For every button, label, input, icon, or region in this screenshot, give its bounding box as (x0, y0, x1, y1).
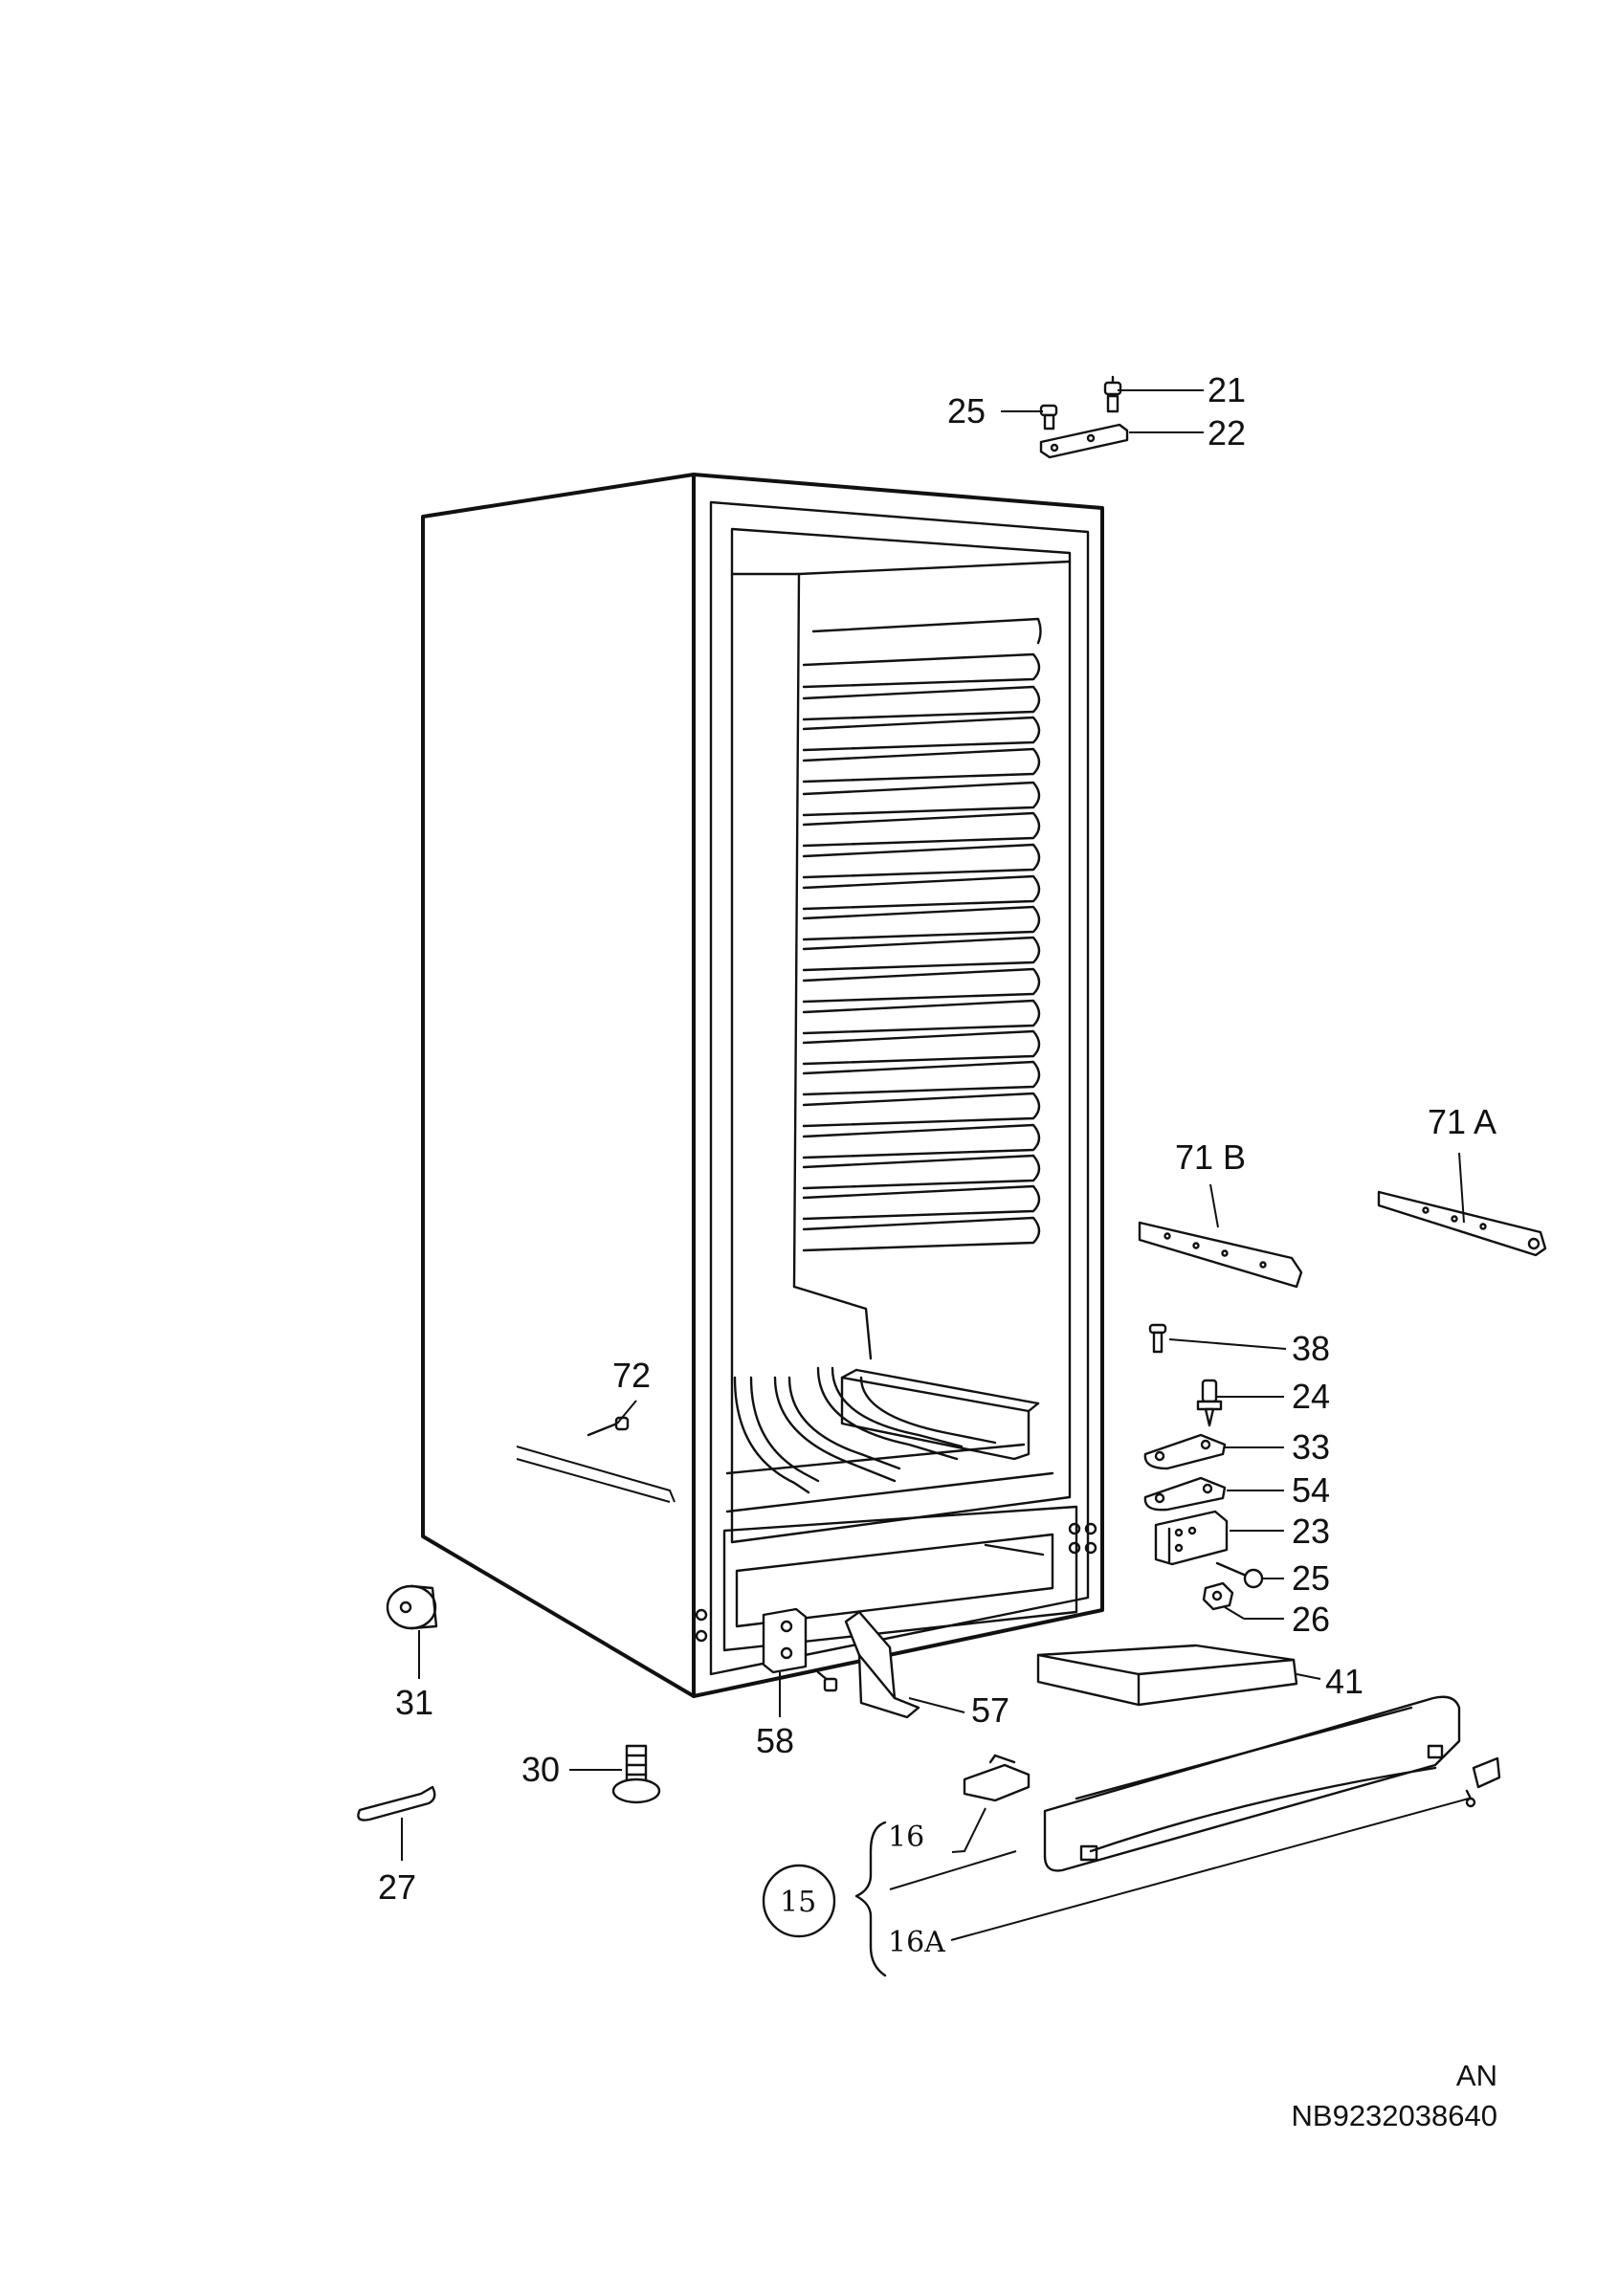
label-25-right: 25 (1292, 1558, 1330, 1598)
right-hinge-parts (1036, 1190, 1547, 1707)
label-54: 54 (1292, 1470, 1330, 1510)
rail-71b (1138, 1221, 1303, 1289)
label-57: 57 (971, 1690, 1009, 1730)
label-31: 31 (395, 1683, 433, 1722)
plate-54 (1143, 1476, 1227, 1512)
screw-72 (587, 1416, 630, 1437)
label-30: 30 (521, 1750, 560, 1789)
cabinet (421, 473, 1104, 1698)
footer: AN NB9232038640 (1292, 2059, 1497, 2132)
screw-25-right (1215, 1561, 1264, 1589)
kick-plate (1043, 1695, 1501, 1872)
part-labels: 21 22 25 71 A 71 B 38 24 33 54 23 25 26 … (378, 370, 1496, 1959)
foot-31 (386, 1584, 438, 1630)
bracket-16 (963, 1754, 1031, 1802)
pin-24 (1196, 1379, 1223, 1427)
label-72: 72 (612, 1356, 651, 1395)
hinge-cover-57 (844, 1610, 920, 1719)
rail-71a (1377, 1190, 1547, 1257)
group-15 (762, 1821, 887, 1977)
footer-code: AN (1456, 2059, 1497, 2092)
label-21: 21 (1208, 370, 1246, 409)
label-71a: 71 A (1428, 1102, 1496, 1141)
label-25-top: 25 (947, 391, 986, 430)
plate-33 (1143, 1433, 1227, 1470)
screw-25-top (1039, 404, 1058, 430)
hinge-58 (762, 1607, 838, 1692)
label-27: 27 (378, 1867, 416, 1907)
label-33: 33 (1292, 1427, 1330, 1467)
label-22: 22 (1208, 413, 1246, 453)
label-71b: 71 B (1175, 1137, 1246, 1177)
leader-lines (401, 389, 1470, 1941)
top-hinge-parts (1039, 375, 1129, 459)
label-15: 15 (780, 1886, 816, 1919)
compressor-area (725, 1366, 1054, 1513)
label-26: 26 (1292, 1600, 1330, 1639)
label-58: 58 (756, 1721, 794, 1760)
pin-21 (1103, 375, 1122, 413)
label-16a: 16A (888, 1926, 945, 1959)
label-23: 23 (1292, 1512, 1330, 1551)
spanner-27 (357, 1785, 436, 1821)
bottom-hinge-parts (762, 1607, 920, 1719)
nut-26 (1202, 1581, 1234, 1611)
label-16: 16 (888, 1821, 924, 1854)
label-38: 38 (1292, 1329, 1330, 1368)
block-41 (1036, 1644, 1298, 1707)
hinge-bracket-23 (1154, 1510, 1229, 1566)
label-24: 24 (1292, 1377, 1330, 1416)
hinge-plate-22 (1039, 423, 1129, 459)
left-side-parts (357, 1416, 676, 1821)
label-41: 41 (1325, 1662, 1363, 1701)
condenser-shelves (802, 617, 1042, 1252)
footer-number: NB9232038640 (1292, 2099, 1497, 2132)
screw-38 (1148, 1323, 1167, 1354)
leveling-foot-30 (611, 1744, 661, 1804)
